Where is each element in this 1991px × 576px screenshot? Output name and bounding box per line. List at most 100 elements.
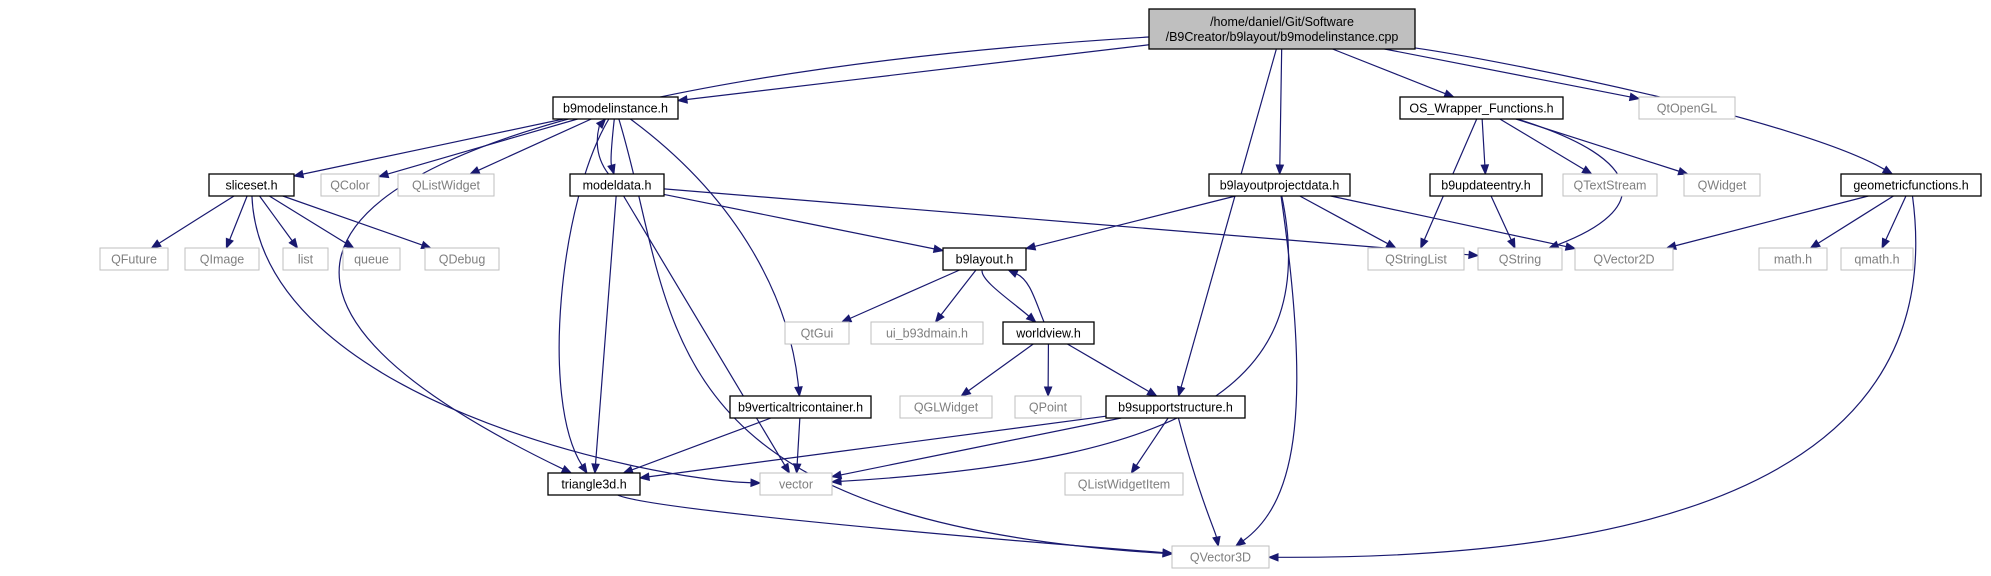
edge-worldview-to-b9supportstructure (1067, 343, 1150, 392)
arrowhead-geometricfunctions-to-qvector3d (1267, 552, 1279, 562)
edge-sliceset-to-qfuture (158, 195, 235, 244)
arrowhead-worldview-to-b9supportstructure (1146, 387, 1158, 397)
node-label: QWidget (1698, 179, 1747, 193)
arrowhead-b9supportstructure-to-qvector3d (1212, 535, 1221, 548)
arrowhead-geometricfunctions-to-math_h (1809, 239, 1821, 249)
node-b9layout_h[interactable]: b9layout.h (942, 247, 1027, 271)
edge-b9supportstructure-to-qvector3d (1177, 417, 1218, 538)
edge-b9layout_h-to-ui_b93dmain (940, 269, 977, 316)
node-queue: queue (342, 247, 401, 271)
node-label: QString (1499, 253, 1541, 267)
node-math_h: math.h (1758, 247, 1828, 271)
arrowhead-b9layout_h-to-qtgui (840, 314, 853, 323)
node-box (1064, 472, 1184, 496)
node-b9modelinstance_h[interactable]: b9modelinstance.h (552, 96, 679, 120)
arrowhead-sliceset-to-qfuture (150, 239, 162, 249)
arrowhead-os_wrapper-to-qwidget (1677, 166, 1689, 176)
edge-b9verticaltricontainer-to-triangle3d (631, 417, 772, 471)
node-root[interactable]: /home/daniel/Git/Software/B9Creator/b9la… (1148, 8, 1416, 50)
node-label: triangle3d.h (561, 478, 626, 492)
node-box (870, 321, 984, 345)
node-label: vector (779, 478, 813, 492)
node-b9verticaltricontainer[interactable]: b9verticaltricontainer.h (729, 395, 872, 419)
node-label: QDebug (439, 253, 486, 267)
edge-root-to-os_wrapper (1332, 48, 1446, 95)
node-label: OS_Wrapper_Functions.h (1409, 102, 1553, 116)
edge-b9modelinstance_h-to-qcolor (387, 118, 578, 175)
node-qvector2d: QVector2D (1574, 247, 1674, 271)
arrowhead-sliceset-to-vector (750, 478, 762, 488)
node-qimage: QImage (184, 247, 260, 271)
edge-triangle3d-to-qvector3d (617, 494, 1164, 554)
edge-b9modelinstance_h-to-qlistwidget (478, 118, 592, 171)
edge-b9supportstructure-to-vector (840, 417, 1122, 476)
edge-geometricfunctions-to-qvector3d (1277, 195, 1917, 558)
edge-modeldata-to-qstring (663, 188, 1470, 256)
edge-b9layoutprojectdata-to-qvector2d (1330, 195, 1567, 248)
node-qstring: QString (1477, 247, 1563, 271)
edge-b9layoutprojectdata-to-qstringlist (1299, 195, 1389, 245)
node-box (1367, 247, 1465, 271)
arrowhead-b9layoutprojectdata-to-qstringlist (1385, 239, 1397, 249)
node-box (282, 247, 329, 271)
node-worldview[interactable]: worldview.h (1002, 321, 1095, 345)
edge-b9layout_h-to-qtgui (849, 269, 960, 319)
node-box (1562, 173, 1658, 197)
edge-modeldata-to-b9layout_h (663, 193, 935, 250)
node-qdebug: QDebug (424, 247, 500, 271)
node-label: QtOpenGL (1657, 102, 1717, 116)
edge-geometricfunctions-to-qvector2d (1675, 195, 1869, 247)
node-label: b9layout.h (956, 253, 1014, 267)
node-geometricfunctions[interactable]: geometricfunctions.h (1840, 173, 1982, 197)
edge-b9supportstructure-to-triangle3d (648, 415, 1107, 478)
edge-root-to-b9modelinstance_h (686, 44, 1150, 101)
edge-root-to-b9layoutprojectdata (1279, 48, 1283, 166)
arrowhead-b9modelinstance_h-to-qlistwidget (468, 166, 481, 175)
node-os_wrapper[interactable]: OS_Wrapper_Functions.h (1399, 96, 1564, 120)
edge-sliceset-to-queue (269, 195, 347, 244)
node-label: QListWidgetItem (1078, 478, 1170, 492)
arrowhead-root-to-b9modelinstance_h (676, 95, 688, 104)
node-label: QListWidget (412, 179, 481, 193)
node-qlistwidget: QListWidget (397, 173, 495, 197)
node-box (729, 395, 872, 419)
edge-b9modelinstance_h-to-sliceset (302, 118, 564, 175)
arrowhead-b9layoutprojectdata-to-qvector2d (1564, 242, 1577, 251)
arrowhead-os_wrapper-to-qtextstream (1581, 165, 1593, 175)
edge-b9modelinstance_h-to-b9verticaltricontainer (630, 118, 800, 388)
node-box (1758, 247, 1828, 271)
node-label: QColor (330, 179, 370, 193)
arrowhead-b9updateentry-to-qstring (1507, 237, 1516, 250)
node-label: QtGui (801, 327, 834, 341)
node-modeldata[interactable]: modeldata.h (569, 173, 665, 197)
node-list: list (282, 247, 329, 271)
arrowhead-modeldata-to-vector (780, 462, 791, 475)
edge-worldview-to-b9layout_h (1016, 273, 1045, 323)
arrowhead-geometricfunctions-to-qmath_h (1881, 237, 1890, 250)
arrowhead-b9layoutprojectdata-to-b9layout_h (1024, 242, 1037, 251)
edge-b9updateentry-to-qstring (1490, 195, 1512, 241)
node-b9updateentry[interactable]: b9updateentry.h (1429, 173, 1543, 197)
node-sliceset[interactable]: sliceset.h (208, 173, 295, 197)
arrowhead-worldview-to-qglwidget (960, 386, 972, 397)
edge-root-to-geometricfunctions (1414, 47, 1885, 170)
node-ui_b93dmain: ui_b93dmain.h (870, 321, 984, 345)
arrowhead-worldview-to-b9layout_h (1007, 269, 1019, 278)
arrowhead-b9supportstructure-to-triangle3d (638, 472, 650, 481)
node-box (759, 472, 833, 496)
edge-b9verticaltricontainer-to-vector (796, 417, 801, 465)
arrowhead-triangle3d-to-qvector3d (1162, 548, 1174, 557)
arrowhead-b9modelinstance_h-to-qcolor (377, 169, 390, 179)
node-qlistwidgetitem: QListWidgetItem (1064, 472, 1184, 496)
node-label: QGLWidget (914, 401, 979, 415)
node-label: /B9Creator/b9layout/b9modelinstance.cpp (1166, 30, 1399, 44)
node-qpoint: QPoint (1014, 395, 1082, 419)
node-b9layoutprojectdata[interactable]: b9layoutprojectdata.h (1208, 173, 1351, 197)
node-triangle3d[interactable]: triangle3d.h (547, 472, 641, 496)
node-qstringlist: QStringList (1367, 247, 1465, 271)
node-box (942, 247, 1027, 271)
edge-root-to-qtopengl (1384, 48, 1631, 98)
node-b9supportstructure[interactable]: b9supportstructure.h (1105, 395, 1246, 419)
node-box (184, 247, 260, 271)
